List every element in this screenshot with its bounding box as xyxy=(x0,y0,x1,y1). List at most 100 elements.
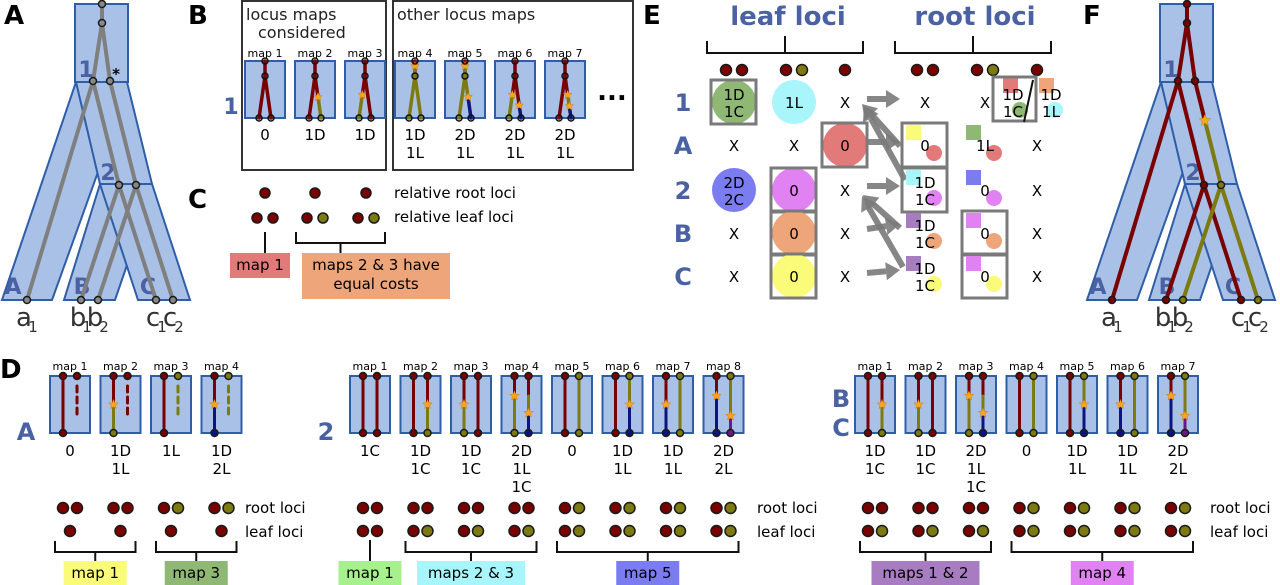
locus-map-2: map 21D xyxy=(294,47,336,144)
species-box xyxy=(1106,375,1149,434)
matrix-cell: X xyxy=(1032,182,1042,200)
map-tag-label: maps 2 & 3 xyxy=(428,564,514,582)
map-square xyxy=(966,125,981,140)
matrix-cell: 0 xyxy=(960,252,1009,300)
map-cost: 1D xyxy=(354,126,375,144)
root-node xyxy=(1079,371,1089,381)
root-locus-dot xyxy=(875,501,889,515)
map-cost: 0 xyxy=(65,442,75,460)
leaf-node xyxy=(1015,428,1024,438)
map-dot xyxy=(986,233,1002,249)
cell-cost: X xyxy=(840,225,850,243)
node-label: B xyxy=(832,385,850,413)
leaf-locus-dot xyxy=(572,524,586,538)
relative-loci-group xyxy=(301,187,329,224)
panel-letter-F: F xyxy=(1083,1,1101,31)
leaf-node xyxy=(978,428,988,438)
gene-edge xyxy=(357,93,365,120)
leaf-node xyxy=(423,428,432,438)
gene-edge xyxy=(134,183,175,302)
species-box xyxy=(1005,375,1048,434)
map-cost: 0 xyxy=(260,126,270,144)
map-cost: 1L xyxy=(456,144,475,162)
node-label-1: 1 xyxy=(78,58,93,83)
gene-node xyxy=(261,72,269,80)
root-node xyxy=(978,371,988,381)
gene-leaf-subscript: 2 xyxy=(1259,318,1269,336)
gene-node xyxy=(311,72,319,80)
map-label: map 6 xyxy=(1110,360,1145,373)
root-node xyxy=(473,371,483,381)
bracket-line xyxy=(295,232,386,244)
ellipsis: ... xyxy=(597,77,627,107)
optimal-box xyxy=(709,78,758,126)
loci-pair xyxy=(107,501,134,538)
cell-cost: 1L xyxy=(785,94,804,112)
root-node xyxy=(1065,371,1075,381)
root-locus-dot xyxy=(710,501,723,515)
species-box xyxy=(904,375,947,434)
gene-node xyxy=(355,114,363,122)
map-cost: 0 xyxy=(1022,442,1032,460)
map-tag-background xyxy=(302,253,450,299)
map-square xyxy=(1003,78,1018,93)
leaf-locus-dot xyxy=(352,212,364,224)
matrix-cell: X xyxy=(729,225,739,243)
gene-leaf-label: b xyxy=(1172,303,1189,333)
map-label: map 5 xyxy=(448,47,483,60)
map-cost: 1D xyxy=(915,442,936,460)
map-cost: 1L xyxy=(162,442,181,460)
map-tag: maps 1 & 2 xyxy=(871,561,980,585)
leaf-node xyxy=(863,428,873,438)
map-cost: 2D xyxy=(511,442,532,460)
root-locus-dot xyxy=(1128,501,1141,515)
bracket-line xyxy=(859,541,992,553)
gene-edge xyxy=(307,74,317,120)
map-cost: 1L xyxy=(1119,460,1138,478)
leaf-node xyxy=(1180,428,1190,438)
loci-pair xyxy=(659,501,687,538)
duplication-star-icon xyxy=(660,398,672,410)
cell-cost: 0 xyxy=(840,137,850,155)
species-box xyxy=(702,375,745,434)
locus-map-3: map 31D xyxy=(344,47,386,144)
cell-cost: 1D xyxy=(914,174,935,192)
duplication-star-icon xyxy=(313,91,323,102)
root-node xyxy=(1116,371,1125,381)
root-node xyxy=(1029,371,1038,381)
leaf-locus-dot xyxy=(63,524,77,538)
species-box xyxy=(955,375,997,434)
cell-cost: X xyxy=(840,182,850,200)
duplication-star-icon xyxy=(357,89,368,100)
root-locus-dot xyxy=(572,501,586,515)
cell-cost: X xyxy=(1032,268,1042,286)
map-tag: map 3 xyxy=(164,561,228,585)
loci-pair xyxy=(558,501,586,538)
map-label: map 7 xyxy=(548,47,583,60)
duplication-star-icon xyxy=(1115,398,1126,410)
gene-node xyxy=(511,57,519,65)
root-node xyxy=(409,371,418,381)
cell-cost: X xyxy=(729,137,739,155)
arrow-head-icon xyxy=(861,196,877,213)
gene-edge xyxy=(25,79,95,302)
leaf-node xyxy=(510,428,519,438)
leaf-locus-dot xyxy=(317,212,329,224)
map-tag-label: map 3 xyxy=(172,564,220,582)
cost-circle xyxy=(823,123,867,167)
map-cost: 2L xyxy=(1169,460,1188,478)
leaf-node xyxy=(964,428,974,438)
root-node xyxy=(210,371,219,381)
gene-leaf-label: c xyxy=(146,303,160,333)
root-node xyxy=(726,371,735,381)
leaf-locus-dot xyxy=(1164,524,1178,538)
gene-edge xyxy=(1219,183,1260,302)
map-tag: map 1 xyxy=(63,561,127,585)
